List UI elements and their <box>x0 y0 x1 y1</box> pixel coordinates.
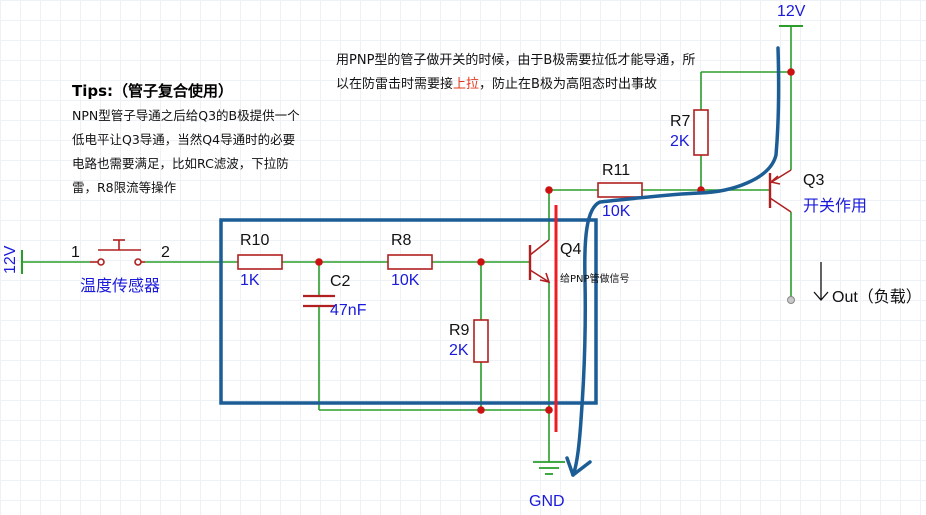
pnp-note-line1: 用PNP型的管子做开关的时候，由于B极需要拉低才能导通，所 <box>336 53 696 68</box>
r10-name: R10 <box>240 232 270 249</box>
ground-symbol <box>533 461 565 475</box>
vtop-label: 12V <box>777 3 806 20</box>
r7-value: 2K <box>670 133 690 150</box>
r8-name: R8 <box>391 232 412 249</box>
gnd-label: GND <box>529 493 565 510</box>
pnp-note: 用PNP型的管子做开关的时候，由于B极需要拉低才能导通，所 以在防雷击时需要接上… <box>336 49 695 97</box>
r11-name: R11 <box>602 162 631 179</box>
switch-pin1-label: 1 <box>71 244 80 261</box>
r9-body <box>473 319 489 363</box>
q3-name: Q3 <box>803 172 825 189</box>
tips-line: 雷，R8限流等操作 <box>72 180 177 195</box>
tips-title: Tips:（管子复合使用） <box>72 82 234 100</box>
c2-name: C2 <box>330 273 351 290</box>
q3-note: 开关作用 <box>803 198 868 215</box>
pnp-note-line2-post: ，防止在B极为高阻态时出事故 <box>479 77 657 92</box>
out-label: Out（负载） <box>832 289 922 306</box>
current-path-arrowhead <box>565 456 592 477</box>
q4-name: Q4 <box>560 241 582 258</box>
pnp-note-line2: 以在防雷击时需要接上拉，防止在B极为高阻态时出事故 <box>336 73 695 97</box>
switch-pin2-label: 2 <box>161 244 170 261</box>
r8-body <box>387 254 433 270</box>
wires <box>22 26 792 462</box>
r11-body <box>597 182 643 198</box>
pnp-note-line2-pre: 以在防雷击时需要接 <box>336 77 454 92</box>
r10-body <box>237 254 283 270</box>
pnp-note-highlight: 上拉 <box>453 77 480 92</box>
out-terminal <box>787 296 795 304</box>
tips-line: 电路也需要满足，比如RC滤波，下拉防 <box>72 156 289 171</box>
q4-note: 给PNP管做信号 <box>560 274 630 285</box>
tips-body: NPN型管子导通之后给Q3的B极提供一个 低电平让Q3导通，当然Q4导通时的必要… <box>72 104 300 200</box>
sensor-label: 温度传感器 <box>80 278 161 295</box>
r8-value: 10K <box>391 272 420 289</box>
r9-value: 2K <box>449 342 469 359</box>
vin-label: 12V <box>2 245 19 274</box>
current-path-curve <box>571 46 781 477</box>
q3-body <box>768 169 792 213</box>
r10-value: 1K <box>240 272 260 289</box>
switch-symbol <box>90 239 145 266</box>
tips-line: NPN型管子导通之后给Q3的B极提供一个 <box>72 108 300 123</box>
r11-value: 10K <box>602 203 631 220</box>
r7-body <box>693 109 709 156</box>
npn-highlight-box <box>219 218 598 405</box>
out-arrow-icon <box>813 262 829 301</box>
tips-line: 低电平让Q3导通，当然Q4导通时的必要 <box>72 132 296 147</box>
q4-body <box>528 239 551 284</box>
r9-name: R9 <box>449 322 470 339</box>
c2-value: 47nF <box>330 302 367 319</box>
r7-name: R7 <box>670 113 691 130</box>
c2-body <box>303 294 335 308</box>
